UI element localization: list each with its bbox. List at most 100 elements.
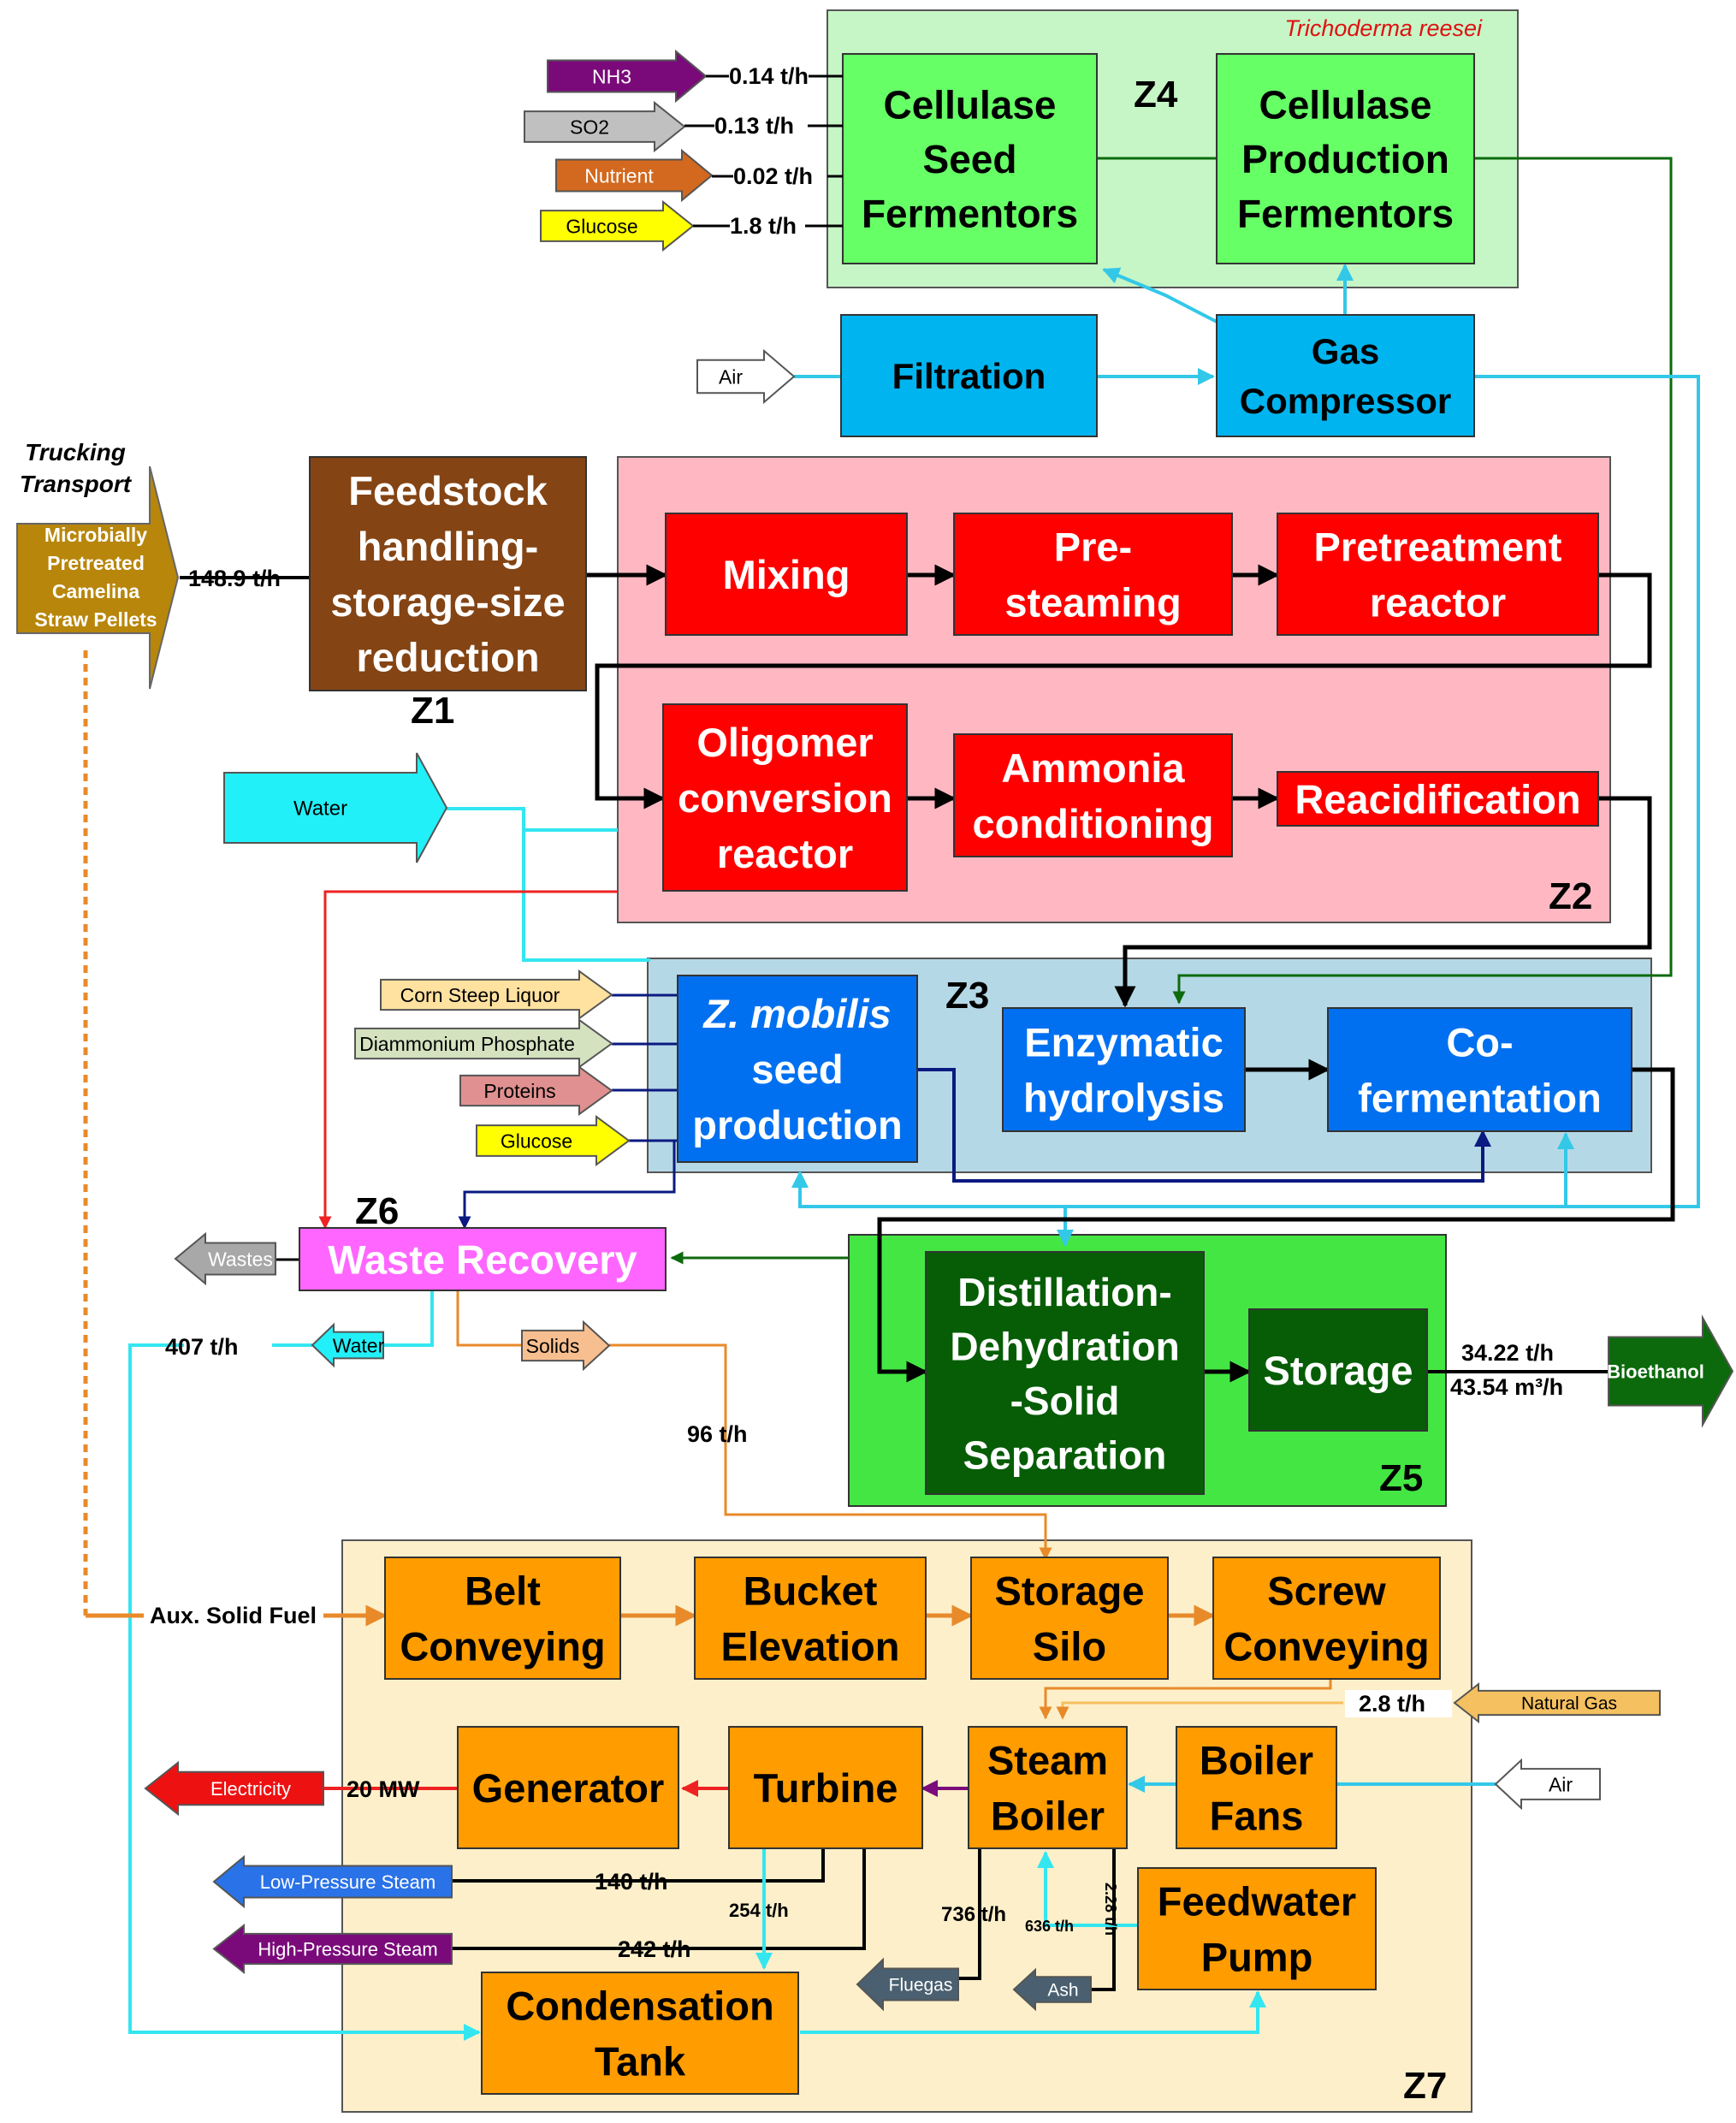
flow-aux-fuel: Aux. Solid Fuel xyxy=(150,1603,317,1628)
stream-label-pellets-line: Pretreated xyxy=(47,552,145,574)
stream-label-pellets-line: Microbially xyxy=(44,524,147,546)
box-ammonia: Ammonia conditioning xyxy=(953,733,1233,857)
trucking-label-line2: Transport xyxy=(20,471,133,497)
trucking-label-line1: Trucking xyxy=(25,439,126,466)
stream-arrow-so2: SO2 xyxy=(524,100,686,153)
stream-label-so2: SO2 xyxy=(570,116,609,138)
stream-arrow-air-z7: Air xyxy=(1494,1758,1601,1811)
box-generator: Generator xyxy=(457,1726,679,1849)
flow-power: 20 MW xyxy=(347,1776,420,1802)
stream-label-dap: Diammonium Phosphate xyxy=(359,1033,575,1055)
box-oligomer: Oligomer conversion reactor xyxy=(662,703,908,892)
flow-ethanol-vol: 43.54 m³/h xyxy=(1450,1374,1563,1400)
flow-fluegas: 736 t/h xyxy=(941,1903,1006,1926)
flow-water-recycle: 407 t/h xyxy=(165,1334,239,1360)
flow-so2: 0.13 t/h xyxy=(714,113,794,139)
stream-label-wastes: Wastes xyxy=(208,1248,273,1270)
zone-label-z2: Z2 xyxy=(1549,875,1592,917)
box-pretreatment-label: Pretreatment xyxy=(1314,524,1562,569)
box-feedstock-label: storage-size xyxy=(330,579,565,625)
box-condensation-label: Tank xyxy=(595,2038,686,2084)
box-generator-label: Generator xyxy=(472,1765,665,1811)
flow-nh3: 0.14 t/h xyxy=(729,63,809,89)
box-cellulase-seed-label: Fermentors xyxy=(862,192,1078,236)
box-ammonia-label: conditioning xyxy=(973,801,1214,846)
box-reacidification: Reacidification xyxy=(1277,771,1599,827)
stream-label-glucose-z3: Glucose xyxy=(501,1130,572,1152)
box-distillation-label: Separation xyxy=(963,1432,1167,1477)
box-feedwater-label: Pump xyxy=(1201,1934,1313,1979)
stream-label-bioethanol: Bioethanol xyxy=(1607,1361,1704,1382)
box-oligomer-label: reactor xyxy=(717,831,853,876)
box-bucket-label: Elevation xyxy=(721,1623,900,1669)
box-oligomer-label: conversion xyxy=(678,775,892,821)
box-presteaming: Pre-steaming xyxy=(953,513,1233,636)
stream-label-lp-steam: Low-Pressure Steam xyxy=(260,1871,435,1893)
stream-label-air-z4: Air xyxy=(719,365,743,388)
stream-arrow-dap: Diammonium Phosphate xyxy=(354,1018,613,1069)
box-cellulase-prod-label: Cellulase xyxy=(1259,83,1432,127)
box-cellulase-seed-label: Cellulase xyxy=(884,83,1057,127)
box-cellulase-seed-label: Seed xyxy=(923,137,1017,181)
stream-arrow-nutrient: Nutrient xyxy=(555,148,714,203)
box-boiler-label: Boiler xyxy=(991,1793,1105,1838)
box-oligomer-label: Oligomer xyxy=(696,720,873,765)
box-fans-label: Fans xyxy=(1210,1793,1304,1838)
stream-label-solids: Solids xyxy=(526,1335,580,1357)
stream-arrow-glucose-z4: Glucose xyxy=(540,199,695,252)
box-belt-label: Conveying xyxy=(400,1623,605,1669)
box-distillation-label: Distillation- xyxy=(957,1270,1171,1314)
stream-arrow-ash: Ash xyxy=(1012,1967,1092,2012)
zone-label-z6: Z6 xyxy=(355,1190,399,1232)
box-cofermentation: Co-fermentation xyxy=(1327,1007,1632,1132)
stream-arrow-lp-steam: Low-Pressure Steam xyxy=(212,1854,453,1909)
box-waste-recovery: Waste Recovery xyxy=(299,1227,667,1291)
box-mixing: Mixing xyxy=(665,513,908,636)
box-storage: Storage xyxy=(1248,1308,1428,1432)
organism-label-z4: Trichoderma reesei xyxy=(1284,15,1483,41)
flow-ash: 2.28 t/h xyxy=(1102,1883,1119,1936)
box-feedstock-label: reduction xyxy=(356,635,539,680)
stream-arrow-wastes: Wastes xyxy=(174,1231,276,1286)
box-condensation-label: Condensation xyxy=(506,1983,773,2028)
stream-arrow-natural-gas: Natural Gas xyxy=(1453,1681,1661,1724)
box-screw-label: Screw xyxy=(1267,1568,1386,1613)
flow-feed: 148.9 t/h xyxy=(188,566,281,591)
box-belt-label: Belt xyxy=(465,1568,541,1613)
box-gas-compressor-label: Compressor xyxy=(1240,381,1451,421)
flow-boiler-water: 636 t/h xyxy=(1025,1918,1074,1935)
stream-label-ash: Ash xyxy=(1047,1981,1078,2001)
box-feedwater-label: Feedwater xyxy=(1158,1878,1356,1924)
box-turbine-label: Turbine xyxy=(754,1765,898,1811)
box-zmobilis-label: production xyxy=(692,1102,902,1147)
box-fans-label: Boiler xyxy=(1200,1737,1313,1782)
box-mixing-label: Mixing xyxy=(723,552,850,597)
stream-arrow-water-in: Water xyxy=(223,752,448,863)
stream-label-nh3: NH3 xyxy=(592,65,631,87)
stream-arrow-solids: Solids xyxy=(521,1319,611,1372)
stream-label-nutrient: Nutrient xyxy=(584,164,654,187)
box-enzymatic-label: Enzymatic xyxy=(1024,1019,1223,1064)
stream-label-fluegas: Fluegas xyxy=(889,1976,953,1996)
stream-label-pellets-line: Straw Pellets xyxy=(34,608,157,631)
box-cellulase-prod-label: Fermentors xyxy=(1237,192,1454,236)
stream-arrow-glucose-z3: Glucose xyxy=(476,1115,631,1166)
box-filtration-label: Filtration xyxy=(892,356,1046,396)
stream-label-glucose-z4: Glucose xyxy=(566,215,637,237)
box-turbine: Turbine xyxy=(728,1726,923,1849)
box-ammonia-label: Ammonia xyxy=(1001,745,1185,791)
zone-label-z4: Z4 xyxy=(1134,74,1178,116)
box-silo-label: Storage xyxy=(995,1568,1145,1613)
